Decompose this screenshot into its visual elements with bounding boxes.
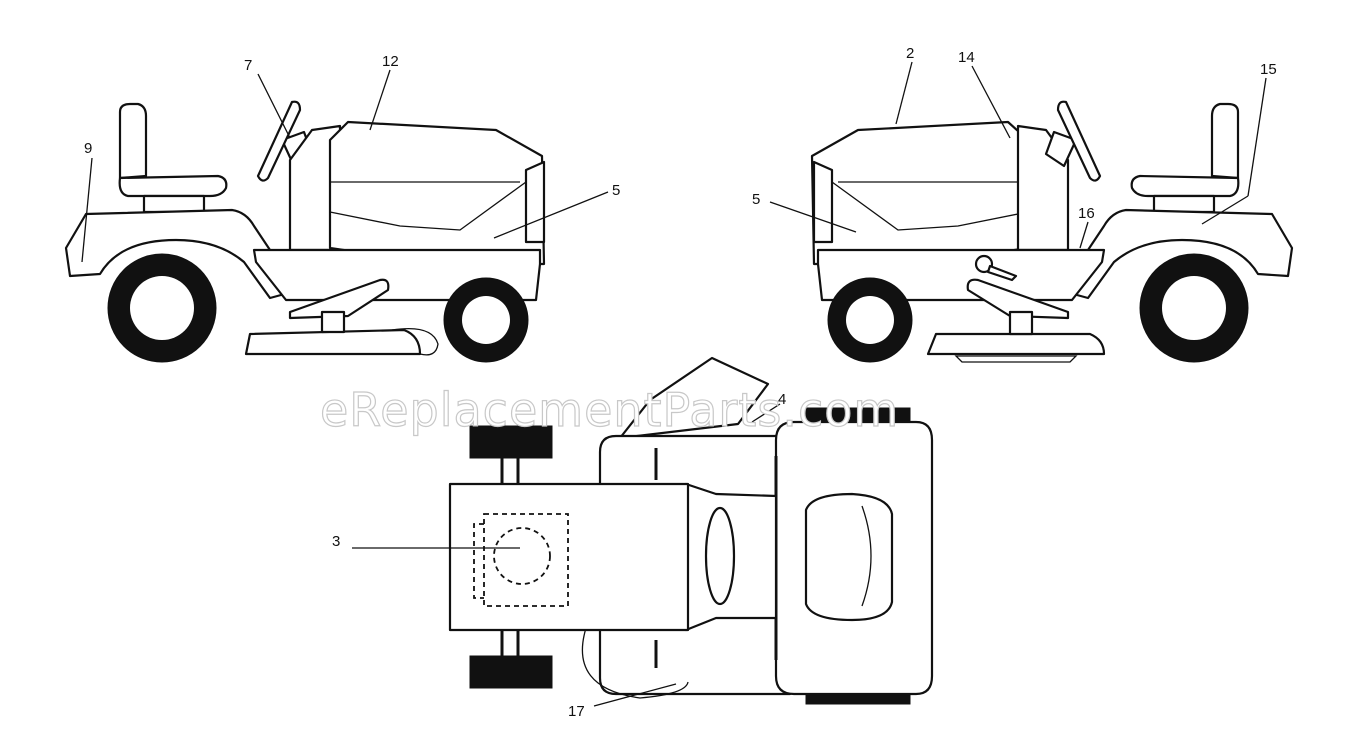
callout-14: 14 [958,49,975,66]
callout-7: 7 [244,57,252,74]
rear-hub-right [1162,276,1226,340]
seat-outline [483,513,569,607]
hood-side-panel [329,181,527,231]
tractor-top-view: 4 3 17 [332,356,934,720]
engine-cover-top [804,492,894,622]
callout-3: 3 [332,533,340,550]
callout-15: 15 [1260,61,1277,78]
watermark: eReplacementParts.com [320,383,899,437]
rear-platform-top [448,482,690,632]
seat-base-right [1152,194,1216,214]
tractor-right-view: 2 14 15 5 16 [752,45,1294,363]
grille [524,160,546,244]
deck-discharge-lower [581,627,689,699]
steering-wheel [256,100,302,182]
callout-12: 12 [382,53,399,70]
rear-fender [64,208,294,300]
foot-pedal [288,278,390,320]
deck-hanger-right [1008,310,1034,336]
seat-back-outline [473,523,484,599]
steering-wheel-top [704,506,736,606]
steering-wheel-right [1056,100,1102,182]
rear-wheel-bottom [469,655,553,689]
callout-9: 9 [84,140,92,157]
mower-deck [244,328,422,356]
lift-lever-knob [974,254,994,274]
seat-back-right [1210,102,1240,180]
leader-12 [369,69,391,131]
leader-2 [895,61,913,125]
discharge-chute [618,356,770,440]
leader-4 [751,403,781,423]
callout-16: 16 [1078,205,1095,222]
grille-right [812,160,834,244]
deck-hanger [320,310,346,334]
engine-cover-curve [861,505,872,607]
seat-base [142,194,206,214]
seat-cushion-right [1130,174,1240,198]
callout-17: 17 [568,703,585,720]
mower-deck-right [926,332,1106,356]
seat-back [118,102,148,180]
front-hub [462,296,510,344]
callout-4: 4 [778,391,786,408]
callout-5-right: 5 [752,191,760,208]
leader-7 [257,73,291,139]
fuel-cap-outline [493,527,551,585]
leader-14 [971,65,1011,139]
deck-skirt-right [954,355,1078,363]
rear-wheel-top [469,425,553,459]
leader-5-right [769,201,857,233]
deck-chute [391,327,439,356]
rear-hub [130,276,194,340]
tractor-left-view: 7 12 9 5 [64,53,620,363]
callout-5-left: 5 [612,182,620,199]
hood-side-panel-right [831,181,1029,231]
leader-5-left [493,191,609,239]
rear-fender-right [1064,208,1294,300]
leader-15-a [1247,77,1267,197]
leader-15-b [1201,195,1249,225]
lift-lever [986,264,1018,282]
leader-9 [81,157,93,263]
leader-16 [1079,221,1089,249]
foot-pedal-right [966,278,1070,320]
callout-2: 2 [906,45,914,62]
seat-cushion [118,174,228,198]
front-hub-right [846,296,894,344]
hood-right [810,120,1030,266]
leader-17 [593,683,677,707]
